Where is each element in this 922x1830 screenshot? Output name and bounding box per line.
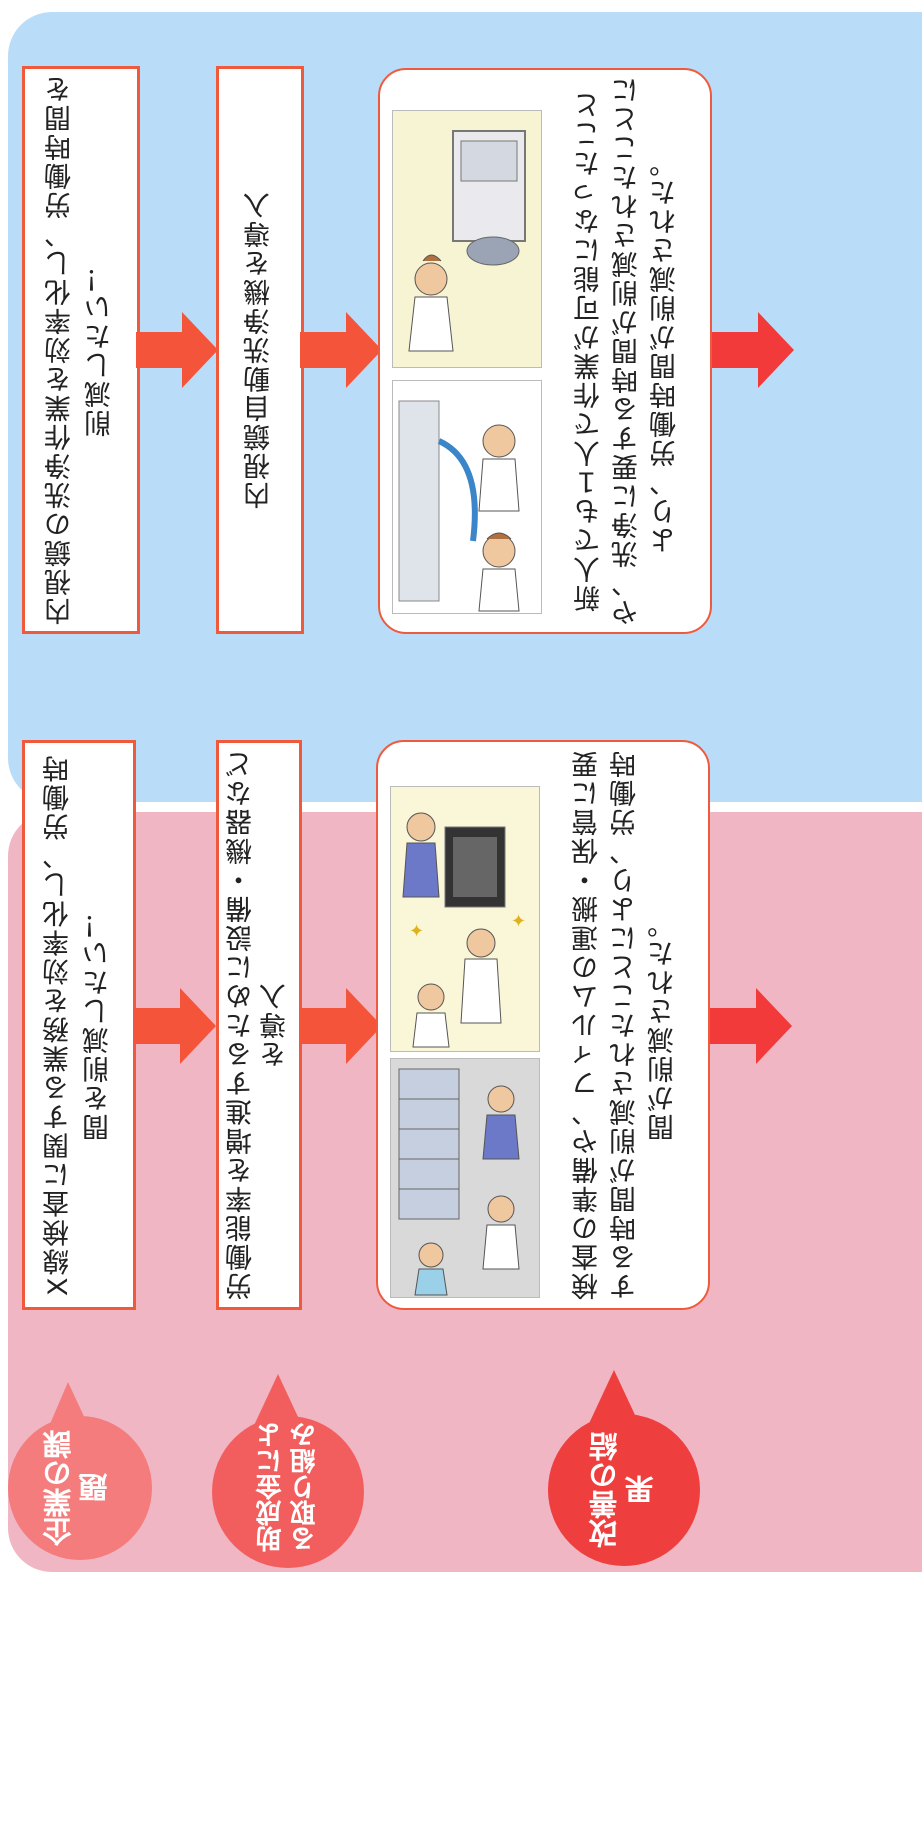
svg-text:✦: ✦: [409, 921, 424, 942]
arrow-right-icon: [134, 988, 216, 1064]
auto-washer-illustration: [392, 110, 542, 368]
film-storage-illustration: [390, 1058, 540, 1298]
svg-text:✦: ✦: [511, 911, 526, 932]
xray-initiative-box: 労働能率を増進するために設備・機器などを導入: [216, 740, 302, 1310]
xray-issue-text: X線検査に関する業務を効率化し、労働時間を削減したい！: [43, 753, 114, 1297]
endoscope-initiative-text: 内視鏡自動洗浄機を導入: [244, 190, 275, 510]
xray-initiative-text: 労働能率を増進するために設備・機器などを導入: [226, 749, 291, 1301]
result-label: 改善の結果: [588, 1432, 658, 1548]
initiative-label: 助成金による取り組み: [256, 1422, 320, 1552]
result-bubble: [548, 1370, 700, 1566]
endoscope-result-text: 新人でも１人で作業が可能になったことや、洗浄に要する時間が削減されたことにより、…: [574, 75, 681, 627]
arrow-right-icon: [300, 988, 382, 1064]
issue-label: 企業の課題: [42, 1430, 112, 1546]
endoscope-issue-box: 内視鏡の洗浄作業を効率化し、労働時間を削減したい！: [22, 66, 140, 634]
arrow-right-icon: [712, 312, 794, 388]
manual-washing-illustration: [392, 380, 542, 614]
endoscope-issue-text: 内視鏡の洗浄作業を効率化し、労働時間を削減したい！: [45, 74, 116, 626]
initiative-bubble: [212, 1374, 364, 1568]
endoscope-result-box: 新人でも１人で作業が可能になったことや、洗浄に要する時間が削減されたことにより、…: [378, 68, 712, 634]
xray-issue-box: X線検査に関する業務を効率化し、労働時間を削減したい！: [22, 740, 136, 1310]
endoscope-initiative-box: 内視鏡自動洗浄機を導入: [216, 66, 304, 634]
arrow-right-icon: [300, 312, 382, 388]
issue-bubble: [8, 1382, 152, 1560]
xray-result-box: ✦ ✦ 検査の準備や、フィルムの運搬・保管に要する時間が削減されたことにより、労…: [376, 740, 710, 1310]
xray-result-text: 検査の準備や、フィルムの運搬・保管に要する時間が削減されたことにより、労働時間が…: [572, 749, 679, 1301]
arrow-right-icon: [710, 988, 792, 1064]
digital-xray-illustration: ✦ ✦: [390, 786, 540, 1052]
arrow-right-icon: [136, 312, 218, 388]
